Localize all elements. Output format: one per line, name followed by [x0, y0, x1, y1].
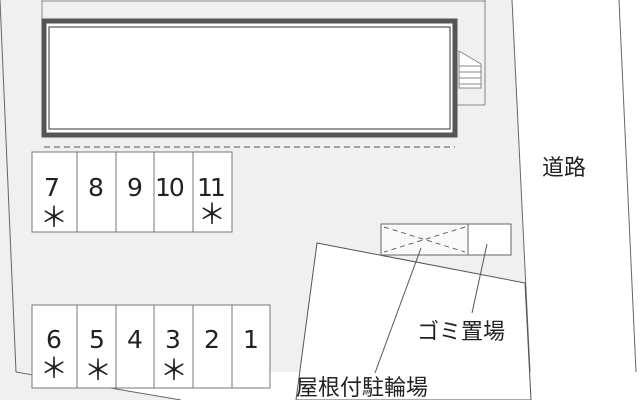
bike-parking-label: 屋根付駐輪場	[296, 376, 429, 401]
space-mark: ＊	[40, 352, 69, 385]
space-number: 8	[88, 173, 104, 202]
space-mark: ＊	[40, 201, 69, 234]
space-number: 4	[127, 325, 143, 354]
space-mark: ＊	[84, 354, 113, 387]
road-edge-right	[618, 0, 637, 373]
parking-row-bottom	[31, 304, 271, 389]
space-number: 10	[155, 173, 185, 202]
stairs	[458, 50, 482, 89]
space-mark: ＊	[198, 198, 227, 231]
road-label: 道路	[542, 156, 587, 181]
leader-garbage	[471, 243, 488, 314]
space-number: 9	[127, 173, 143, 202]
bike-parking-area	[295, 242, 532, 400]
space-number: 3	[165, 325, 181, 354]
leader-bike	[374, 247, 422, 374]
road-edge-left	[511, 0, 531, 373]
space-number: 2	[204, 325, 220, 354]
space-number: 1	[243, 325, 259, 354]
parking-row-top	[31, 151, 233, 233]
garbage-label: ゴミ置場	[417, 320, 506, 345]
lot-left-edge	[0, 0, 17, 373]
building	[41, 18, 458, 138]
space-number: 7	[44, 173, 60, 202]
space-number: 6	[46, 325, 62, 354]
garbage-area	[380, 223, 512, 256]
space-mark: ＊	[160, 354, 189, 387]
space-number: 5	[89, 325, 105, 354]
space-number: 11	[197, 173, 226, 202]
